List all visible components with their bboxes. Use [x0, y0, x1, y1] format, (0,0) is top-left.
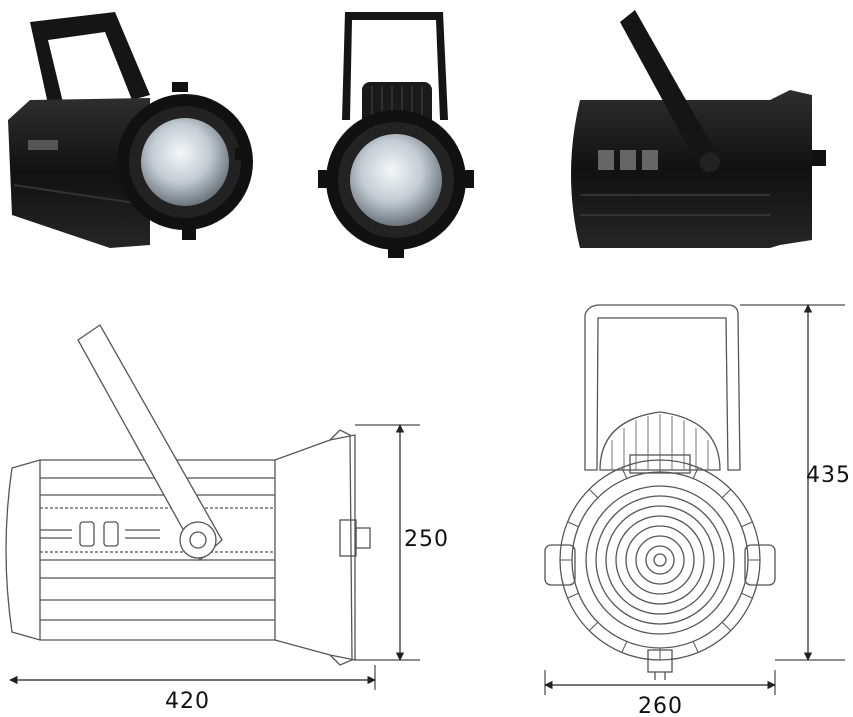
heat-sink — [599, 411, 721, 471]
vent-slot — [79, 521, 95, 547]
bottom-connector — [647, 649, 673, 673]
vent-panel — [28, 140, 58, 150]
yoke-arm — [77, 324, 223, 562]
lamp-body — [571, 90, 812, 248]
yoke-bracket — [342, 12, 448, 120]
fresnel-lens — [141, 118, 229, 206]
yoke-bracket-outline — [584, 304, 741, 471]
lamp-body-outline — [5, 434, 356, 661]
fresnel-rings — [595, 495, 725, 625]
drawing-side-elevation — [5, 324, 371, 666]
fresnel-lens — [350, 134, 442, 226]
front-width-label: 260 — [638, 694, 683, 717]
photo-side-view — [571, 10, 826, 248]
photo-angled-view — [8, 12, 253, 248]
yoke-bracket — [620, 10, 720, 178]
dimension-height: 250 — [355, 424, 449, 661]
dimension-front-height: 435 — [740, 304, 851, 661]
height-label: 250 — [404, 527, 449, 552]
dimension-front-width: 260 — [544, 670, 776, 717]
lamp-body — [8, 98, 150, 248]
photo-front-view — [318, 12, 474, 258]
width-label: 420 — [165, 689, 210, 714]
dimension-width: 420 — [9, 665, 376, 714]
front-height-label: 435 — [806, 463, 851, 488]
vent-panel — [598, 150, 614, 170]
focus-knob — [339, 519, 357, 557]
drawing-front-elevation — [544, 304, 776, 680]
